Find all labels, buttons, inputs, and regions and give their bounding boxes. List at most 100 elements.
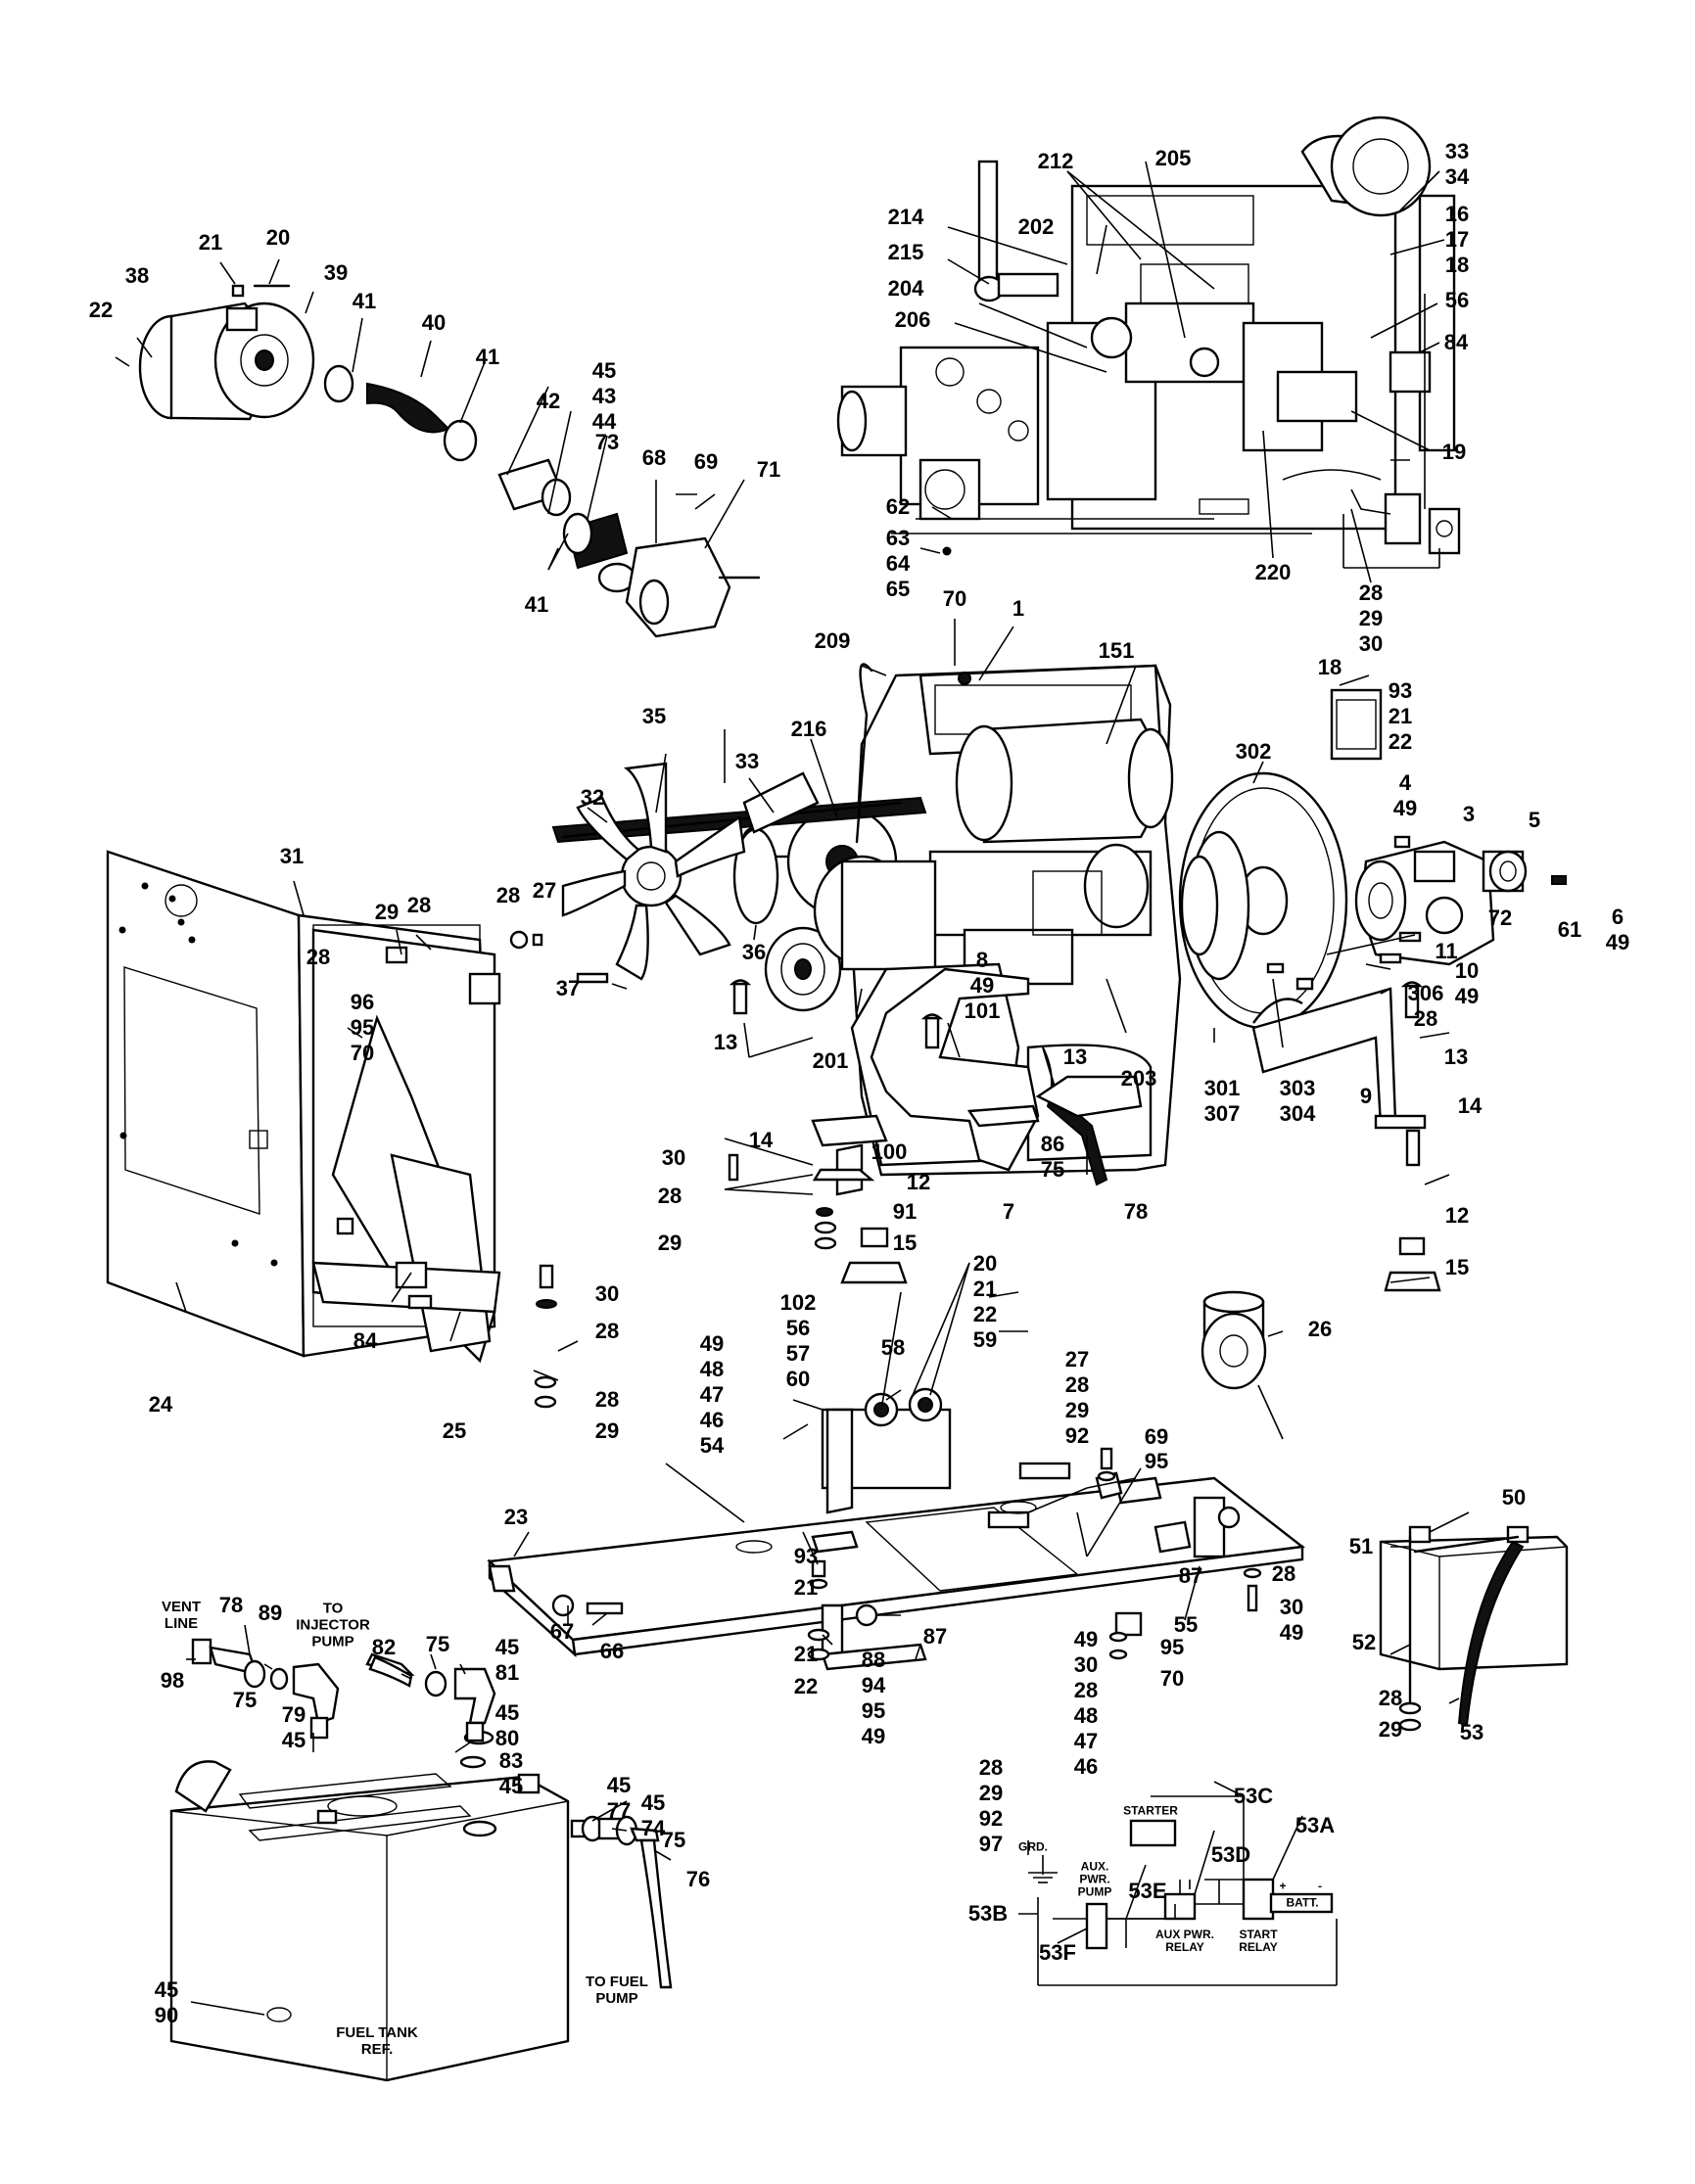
callout-73: 73 (594, 430, 620, 454)
callout-13: 13 (1062, 1045, 1088, 1069)
callout-41: 41 (352, 289, 377, 313)
callout-29: 29 (594, 1418, 620, 1443)
callout-33-34: 33 34 (1444, 139, 1470, 189)
callout-51: 51 (1348, 1534, 1374, 1558)
callout-87: 87 (922, 1624, 948, 1649)
callout-9: 9 (1359, 1084, 1373, 1108)
air-cleaner-assembly (138, 284, 761, 638)
callout-53E: 53E (1128, 1879, 1167, 1903)
callout-302: 302 (1235, 739, 1272, 764)
callout-86-75: 86 75 (1040, 1132, 1065, 1182)
wiring-schematic (1028, 1795, 1338, 1986)
callout-30: 30 (594, 1281, 620, 1306)
callout-75: 75 (232, 1688, 258, 1712)
callout-79-45: 79 45 (281, 1702, 306, 1752)
callout-215: 215 (887, 240, 924, 264)
callout-45-81: 45 81 (494, 1635, 520, 1685)
callout-15: 15 (1444, 1255, 1470, 1279)
callout-102-56-57-60: 102 56 57 60 (779, 1290, 817, 1391)
callout-45-90: 45 90 (154, 1977, 179, 2027)
callout-11: 11 (1435, 939, 1458, 963)
callout-41: 41 (475, 345, 500, 369)
callout-28: 28 (1271, 1561, 1296, 1586)
callout-214: 214 (887, 205, 924, 229)
starter-label: STARTER (1123, 1803, 1178, 1818)
callout-82: 82 (371, 1635, 397, 1659)
callout-78: 78 (218, 1593, 244, 1617)
callout-205: 205 (1154, 146, 1192, 170)
fuel-tank-ref-note: FUEL TANK REF. (336, 2024, 418, 2058)
callout-84: 84 (1443, 330, 1469, 354)
callout-14: 14 (1457, 1093, 1483, 1118)
callout-88-94-95-49: 88 94 95 49 (861, 1648, 886, 1748)
callout-84: 84 (353, 1328, 378, 1353)
callout-18: 18 (1317, 655, 1342, 679)
callout-95: 95 (1159, 1635, 1185, 1659)
callout-87: 87 (1178, 1563, 1203, 1588)
callout-21: 21 (198, 230, 223, 255)
callout-37: 37 (555, 976, 581, 1000)
callout-24: 24 (148, 1392, 173, 1417)
hydraulic-pump (1354, 835, 1567, 966)
callout-22: 22 (88, 298, 114, 322)
callout-67: 67 (549, 1619, 575, 1644)
callout-89: 89 (258, 1601, 283, 1625)
callout-7: 7 (1002, 1199, 1015, 1224)
callout-98: 98 (160, 1668, 185, 1693)
callout-3: 3 (1462, 802, 1476, 826)
callout-68: 68 (641, 445, 667, 470)
callout-1: 1 (1012, 596, 1025, 621)
callout-28-29-92-97: 28 29 92 97 (978, 1755, 1004, 1856)
callout-49-48-47-46-54: 49 48 47 46 54 (699, 1331, 725, 1458)
callout-29: 29 (1378, 1717, 1403, 1742)
callout-42: 42 (536, 389, 561, 413)
callout-27: 27 (532, 878, 557, 903)
callout-19: 19 (1441, 440, 1467, 464)
callout-78: 78 (1123, 1199, 1149, 1224)
callout-5: 5 (1528, 808, 1541, 832)
callout-66: 66 (599, 1639, 625, 1663)
callout-8-49-101: 8 49 101 (964, 948, 1001, 1023)
callout-206: 206 (894, 307, 931, 332)
radiator (106, 850, 609, 1409)
callout-28: 28 (594, 1319, 620, 1343)
callout-61: 61 (1557, 917, 1582, 942)
callout-69: 69 (693, 449, 719, 474)
callout-13: 13 (713, 1030, 738, 1054)
callout-29: 29 (657, 1231, 683, 1255)
base-plate (487, 1387, 1306, 1671)
callout-49-30-28-48-47-46: 49 30 28 48 47 46 (1073, 1627, 1099, 1779)
callout-20: 20 (265, 225, 291, 250)
callout-53C: 53C (1233, 1784, 1274, 1808)
callout-26: 26 (1307, 1317, 1333, 1341)
callout-151: 151 (1098, 638, 1135, 663)
start-relay-label: START RELAY (1239, 1928, 1278, 1954)
hour-meter (1201, 1290, 1267, 1390)
callout-21: 21 (793, 1642, 819, 1666)
battery-minus-label: - (1318, 1879, 1322, 1893)
callout-22: 22 (793, 1674, 819, 1698)
callout-75: 75 (661, 1828, 686, 1852)
aux-pwr-pump-label: AUX. PWR. PUMP (1077, 1859, 1112, 1899)
callout-306-28: 306 28 (1407, 981, 1444, 1031)
callout-50: 50 (1501, 1485, 1527, 1510)
callout-12: 12 (906, 1170, 931, 1194)
callout-28: 28 (495, 883, 521, 907)
callout-204: 204 (887, 276, 924, 301)
callout-15: 15 (892, 1231, 918, 1255)
battery-plus-label: + (1279, 1879, 1287, 1893)
callout-71: 71 (756, 457, 781, 482)
callout-212: 212 (1037, 149, 1074, 173)
callout-100: 100 (871, 1139, 908, 1164)
brackets-misc (1266, 674, 1422, 991)
callout-28: 28 (306, 945, 331, 969)
callout-28: 28 (594, 1387, 620, 1412)
callout-45-80: 45 80 (494, 1700, 520, 1750)
callout-75: 75 (425, 1632, 450, 1656)
callout-20-21-22-59: 20 21 22 59 (972, 1251, 998, 1352)
callout-53B: 53B (967, 1901, 1009, 1926)
callout-41: 41 (524, 592, 549, 617)
callout-23: 23 (503, 1505, 529, 1529)
callout-25: 25 (442, 1418, 467, 1443)
vent-line-note: VENT LINE (161, 1599, 202, 1632)
